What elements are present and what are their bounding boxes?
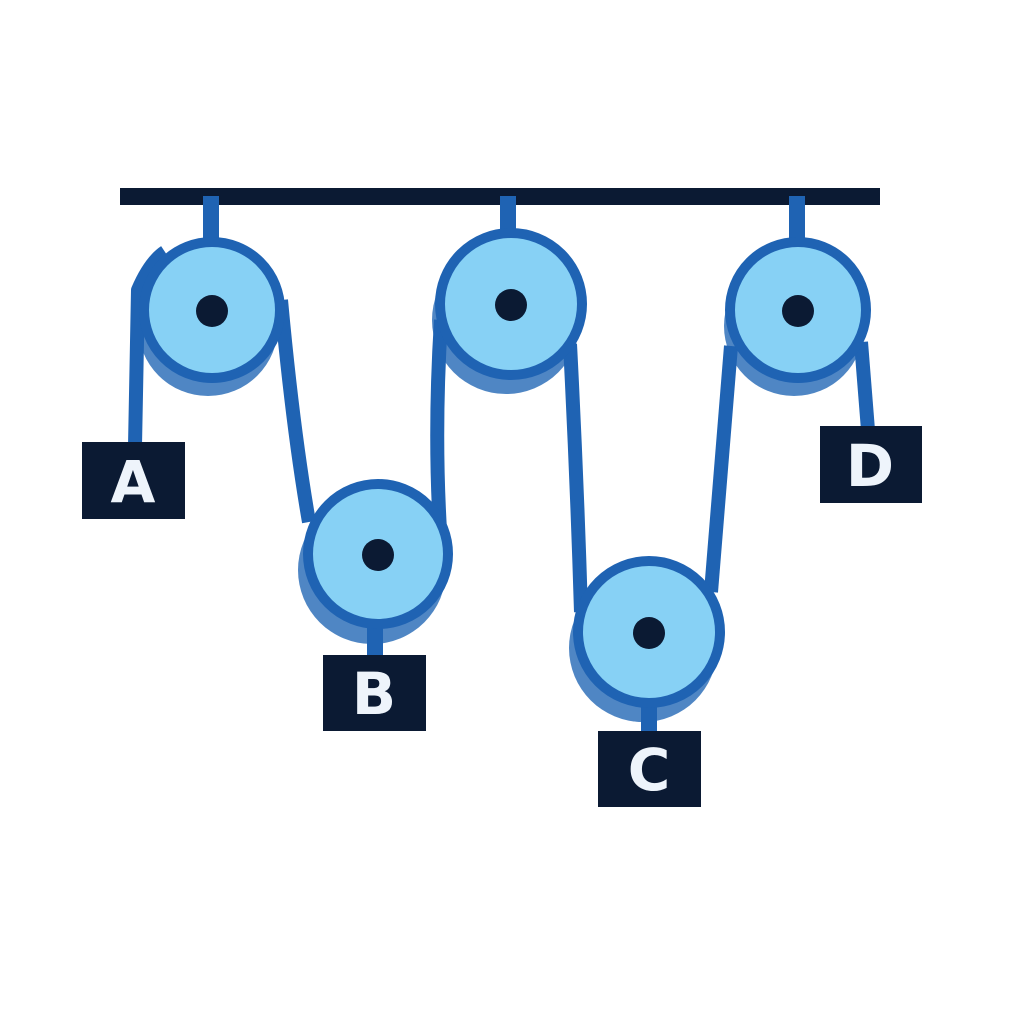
pulley-4-axle — [633, 617, 665, 649]
rope — [128, 246, 875, 613]
pulley-3 — [435, 228, 587, 380]
pulley-5 — [725, 237, 871, 383]
weight-d-box — [820, 426, 922, 503]
weight-c: C — [598, 731, 701, 807]
rope-a-to-pulley-1 — [128, 246, 170, 447]
weight-a-box — [82, 442, 185, 519]
pulley-2-axle — [362, 539, 394, 571]
weight-c-label: C — [628, 736, 671, 804]
weight-d: D — [820, 426, 922, 503]
weight-b-label: B — [352, 660, 396, 728]
weight-a: A — [82, 442, 185, 519]
weight-a-label: A — [111, 448, 156, 516]
weight-b-box — [323, 655, 426, 731]
rope-pulley-1-to-pulley-2 — [274, 299, 316, 524]
rope-pulley-3-to-pulley-4 — [563, 343, 588, 613]
pulley-5-axle — [782, 295, 814, 327]
weight-c-box — [598, 731, 701, 807]
pulley-3-axle — [495, 289, 527, 321]
weight-b: B — [323, 655, 426, 731]
pulley-4 — [573, 556, 725, 708]
pulleys — [139, 228, 871, 708]
pulley-1-axle — [196, 295, 228, 327]
rope-pulley-5-to-d — [854, 341, 875, 431]
pulley-2 — [303, 479, 453, 629]
weight-d-label: D — [846, 432, 894, 500]
rope-pulley-4-to-pulley-5 — [704, 345, 738, 593]
rope-pulley-2-to-pulley-3 — [430, 319, 448, 531]
pulley-1 — [139, 237, 285, 383]
